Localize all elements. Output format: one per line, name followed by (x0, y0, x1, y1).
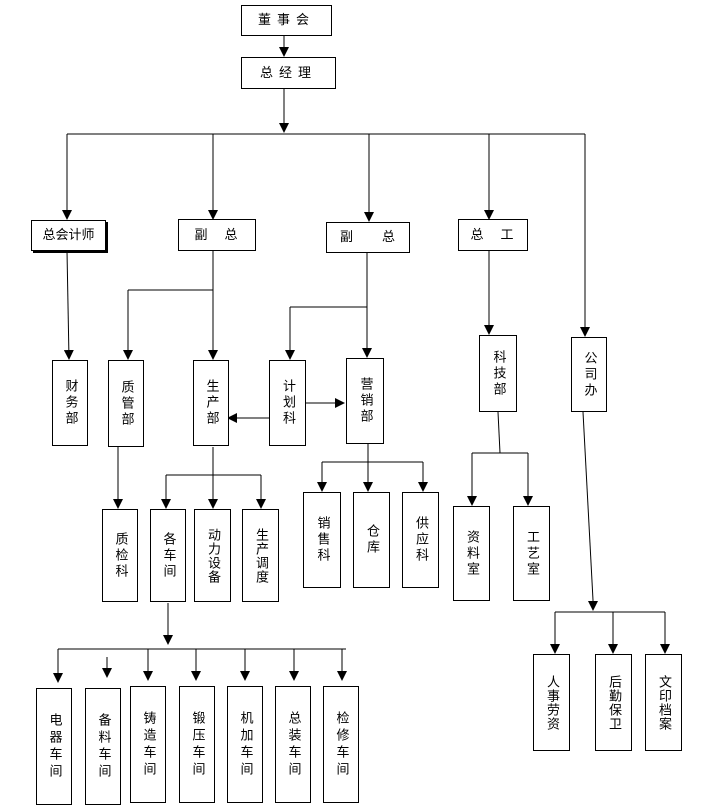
warehouse-section-box: 仓库 (353, 492, 390, 588)
workshop-machining-box: 机加车间 (227, 686, 263, 803)
chief-accountant-box: 总会计师 (31, 220, 106, 251)
finance-dept-box: 财务部 (52, 360, 88, 446)
archives-room-label: 资料室 (464, 529, 479, 578)
workshop-repair-label: 检修车间 (333, 710, 349, 779)
workshop-casting-box: 铸造车间 (130, 686, 166, 803)
workshop-repair-box: 检修车间 (323, 686, 359, 803)
chief-accountant-label: 总会计师 (42, 228, 95, 243)
planning-dept-box: 计划科 (269, 360, 306, 446)
company-office-box: 公司办 (571, 337, 607, 412)
company-office-label: 公司办 (581, 350, 597, 399)
planning-dept-label: 计划科 (280, 379, 295, 427)
chief-engineer-box: 总 工 (458, 219, 528, 251)
archives-room-box: 资料室 (453, 506, 490, 601)
workshop-material-label: 备料车间 (95, 712, 111, 781)
workshop-forging-box: 锻压车间 (179, 686, 215, 803)
scheduling-section-label: 生产调度 (253, 527, 268, 584)
logistics-security-box: 后勤保卫 (595, 654, 632, 751)
production-dept-label: 生产部 (203, 379, 219, 427)
technology-dept-box: 科技部 (479, 335, 517, 412)
power-equipment-section-box: 动力设备 (194, 509, 231, 602)
document-printing-box: 文印档案 (645, 654, 682, 751)
scheduling-section-box: 生产调度 (242, 509, 279, 602)
general-manager-label: 总经理 (259, 65, 317, 81)
supply-section-label: 供应科 (413, 516, 428, 564)
workshop-machining-label: 机加车间 (237, 710, 253, 779)
finance-dept-label: 财务部 (62, 379, 78, 427)
sales-section-label: 销售科 (314, 516, 330, 564)
technology-dept-label: 科技部 (490, 349, 506, 398)
power-equipment-section-label: 动力设备 (205, 527, 220, 584)
workshop-assembly-label: 总装车间 (285, 710, 301, 779)
workshops-section-label: 各车间 (160, 531, 176, 580)
workshop-casting-label: 铸造车间 (140, 710, 156, 779)
process-room-label: 工艺室 (524, 529, 539, 578)
quality-dept-box: 质管部 (108, 360, 144, 447)
warehouse-section-label: 仓库 (364, 524, 379, 556)
hr-wages-box: 人事劳资 (533, 654, 570, 751)
process-room-box: 工艺室 (513, 506, 550, 601)
supply-section-box: 供应科 (402, 492, 439, 588)
workshop-electrical-label: 电器车间 (46, 712, 62, 781)
inspection-section-label: 质检科 (112, 531, 128, 580)
connector-to-finance (63, 250, 74, 360)
quality-dept-label: 质管部 (118, 379, 134, 428)
vp-production-label: 副 总 (194, 227, 240, 243)
inspection-section-box: 质检科 (102, 509, 138, 602)
workshop-assembly-box: 总装车间 (275, 686, 311, 803)
board-label: 董事会 (257, 13, 315, 28)
document-printing-label: 文印档案 (656, 674, 671, 731)
general-manager-box: 总经理 (241, 57, 336, 89)
hr-wages-label: 人事劳资 (544, 674, 559, 731)
logistics-security-label: 后勤保卫 (606, 674, 621, 731)
vp-sales-label: 副 总 (339, 230, 396, 245)
chief-engineer-label: 总 工 (470, 227, 516, 243)
sales-section-box: 销售科 (303, 492, 341, 588)
vp-sales-box: 副 总 (326, 222, 410, 253)
production-dept-box: 生产部 (193, 360, 229, 446)
workshop-forging-label: 锻压车间 (189, 710, 205, 779)
vp-production-box: 副 总 (178, 219, 256, 251)
board-box: 董事会 (241, 5, 332, 36)
workshop-material-box: 备料车间 (85, 688, 121, 805)
workshop-electrical-box: 电器车间 (36, 688, 72, 805)
marketing-dept-label: 营销部 (357, 377, 373, 425)
workshops-section-box: 各车间 (150, 509, 186, 602)
marketing-dept-box: 营销部 (346, 358, 384, 444)
